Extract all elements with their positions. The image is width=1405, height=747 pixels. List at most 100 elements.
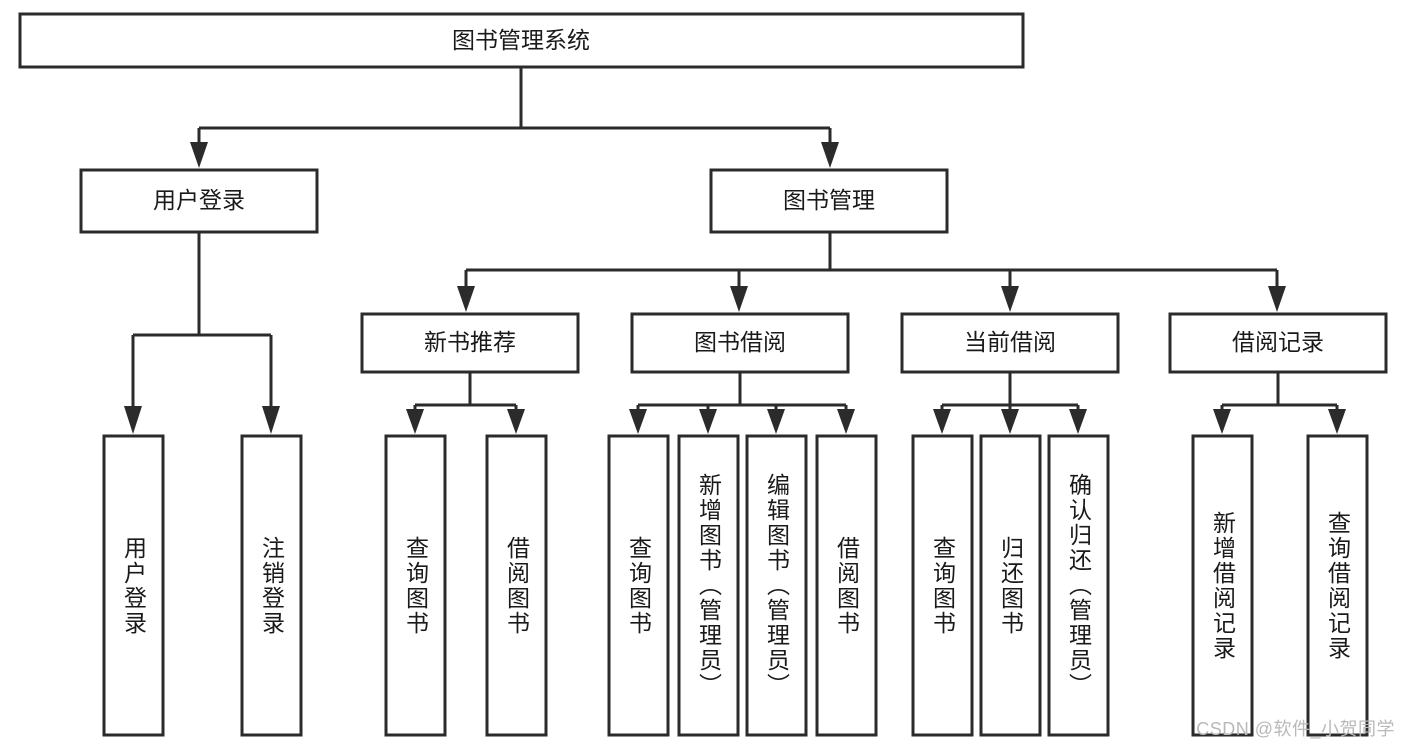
arrow-root-to-book-management: [821, 142, 839, 168]
node-current-borrow[interactable]: 当前借阅: [900, 312, 1120, 374]
node-leaf-query-book-2[interactable]: 查询图书: [607, 434, 670, 737]
node-leaf-add-book-box[interactable]: [677, 434, 740, 737]
node-leaf-query-record[interactable]: 查询借阅记录: [1306, 434, 1369, 737]
node-leaf-borrow-book-2[interactable]: 借阅图书: [815, 434, 878, 737]
node-leaf-add-book[interactable]: 新增图书（管理员）: [677, 434, 740, 737]
node-leaf-add-record[interactable]: 新增借阅记录: [1191, 434, 1254, 737]
leaf-query-record-label-wrap: 查询借阅记录: [1308, 436, 1367, 735]
node-leaf-query-book-2-box[interactable]: [607, 434, 670, 737]
leaf-add-book-label-wrap: 新增图书（管理员）: [679, 436, 738, 735]
connector-group-current-borrow: [933, 372, 1087, 434]
node-leaf-return-book-box[interactable]: [979, 434, 1042, 737]
leaf-confirm-return-label-wrap: 确认归还（管理员）: [1049, 436, 1108, 735]
node-new-book-recommend[interactable]: 新书推荐: [360, 312, 580, 374]
node-leaf-add-book-label: 新增图书（管理员）: [695, 473, 722, 698]
leaf-user-logout-label-wrap: 注销登录: [242, 436, 301, 735]
arrow-to-leaf-return-book: [1001, 409, 1019, 434]
arrow-to-new-book-recommend: [457, 286, 475, 312]
node-root[interactable]: 图书管理系统: [18, 12, 1025, 69]
node-leaf-borrow-book-1-label: 借阅图书: [503, 535, 530, 636]
node-leaf-query-book-1[interactable]: 查询图书: [384, 434, 447, 737]
node-leaf-edit-book[interactable]: 编辑图书（管理员）: [745, 434, 808, 737]
leaf-borrow-book-2-label-wrap: 借阅图书: [817, 436, 876, 735]
node-leaf-borrow-book-1[interactable]: 借阅图书: [485, 434, 548, 737]
arrow-to-leaf-query-record: [1328, 409, 1346, 434]
node-borrow-record-label: 借阅记录: [1232, 329, 1324, 355]
leaf-borrow-book-1-label-wrap: 借阅图书: [487, 436, 546, 735]
node-leaf-user-login[interactable]: 用户登录: [102, 434, 165, 737]
connector-group-borrow-record: [1213, 372, 1346, 434]
node-leaf-edit-book-label: 编辑图书（管理员）: [763, 473, 790, 698]
arrow-to-leaf-borrow-book-2: [837, 409, 855, 434]
node-leaf-user-login-label: 用户登录: [120, 535, 147, 636]
node-book-management-label: 图书管理: [783, 187, 875, 213]
node-leaf-query-book-3[interactable]: 查询图书: [911, 434, 974, 737]
node-leaf-query-book-3-box[interactable]: [911, 434, 974, 737]
leaf-query-book-1-label-wrap: 查询图书: [386, 436, 445, 735]
connector-group-book-management: [457, 232, 1286, 312]
leaf-return-book-label-wrap: 归还图书: [981, 436, 1040, 735]
arrow-to-leaf-add-book: [699, 409, 717, 434]
node-user-login-label: 用户登录: [153, 187, 245, 213]
node-leaf-borrow-book-2-box[interactable]: [815, 434, 878, 737]
arrow-root-to-user-login: [190, 142, 208, 168]
arrow-to-current-borrow: [1001, 286, 1019, 312]
leaf-user-login-label-wrap: 用户登录: [104, 436, 163, 735]
node-leaf-confirm-return-label: 确认归还（管理员）: [1065, 473, 1092, 698]
node-leaf-query-record-label: 查询借阅记录: [1324, 510, 1351, 661]
node-borrow-record-box[interactable]: [1168, 312, 1388, 374]
arrow-to-leaf-edit-book: [767, 409, 785, 434]
node-leaf-edit-book-box[interactable]: [745, 434, 808, 737]
node-book-borrow-label: 图书借阅: [694, 329, 786, 355]
node-current-borrow-label: 当前借阅: [964, 329, 1056, 355]
node-leaf-user-login-box[interactable]: [102, 434, 165, 737]
connector-group-book-borrow: [629, 372, 855, 434]
connector-group-user-login: [124, 232, 280, 434]
node-leaf-query-book-1-box[interactable]: [384, 434, 447, 737]
node-leaf-query-book-2-label: 查询图书: [625, 535, 652, 636]
arrow-to-leaf-user-logout: [262, 406, 280, 434]
arrow-to-leaf-confirm-return: [1069, 409, 1087, 434]
node-leaf-confirm-return-box[interactable]: [1047, 434, 1110, 737]
node-leaf-return-book-label: 归还图书: [997, 535, 1024, 636]
arrow-to-leaf-user-login: [124, 406, 142, 434]
connector-group-new-book-recommend: [406, 372, 525, 434]
arrow-to-leaf-query-book-1: [406, 409, 424, 434]
connector-group-root: [190, 67, 839, 168]
arrow-to-leaf-query-book-2: [629, 409, 647, 434]
node-user-login-box[interactable]: [79, 168, 319, 234]
leaf-edit-book-label-wrap: 编辑图书（管理员）: [747, 436, 806, 735]
node-book-borrow-box[interactable]: [630, 312, 850, 374]
arrow-to-leaf-add-record: [1213, 409, 1231, 434]
leaf-add-record-label-wrap: 新增借阅记录: [1193, 436, 1252, 735]
node-book-management-box[interactable]: [709, 168, 949, 234]
node-borrow-record[interactable]: 借阅记录: [1168, 312, 1388, 374]
node-current-borrow-box[interactable]: [900, 312, 1120, 374]
node-leaf-add-record-box[interactable]: [1191, 434, 1254, 737]
node-leaf-return-book[interactable]: 归还图书: [979, 434, 1042, 737]
node-root-label: 图书管理系统: [452, 27, 590, 53]
node-leaf-user-logout[interactable]: 注销登录: [240, 434, 303, 737]
node-leaf-user-logout-label: 注销登录: [258, 535, 285, 636]
node-leaf-add-record-label: 新增借阅记录: [1209, 510, 1236, 661]
arrow-to-borrow-record: [1268, 286, 1286, 312]
node-leaf-query-record-box[interactable]: [1306, 434, 1369, 737]
node-leaf-query-book-1-label: 查询图书: [402, 535, 429, 636]
arrow-to-leaf-query-book-3: [933, 409, 951, 434]
node-leaf-query-book-3-label: 查询图书: [929, 535, 956, 636]
node-book-management[interactable]: 图书管理: [709, 168, 949, 234]
arrow-to-book-borrow: [730, 286, 748, 312]
node-new-book-recommend-label: 新书推荐: [424, 329, 516, 355]
node-new-book-recommend-box[interactable]: [360, 312, 580, 374]
leaf-query-book-3-label-wrap: 查询图书: [913, 436, 972, 735]
arrow-to-leaf-borrow-book-1: [507, 409, 525, 434]
node-leaf-user-logout-box[interactable]: [240, 434, 303, 737]
node-book-borrow[interactable]: 图书借阅: [630, 312, 850, 374]
node-leaf-confirm-return[interactable]: 确认归还（管理员）: [1047, 434, 1110, 737]
node-leaf-borrow-book-1-box[interactable]: [485, 434, 548, 737]
node-user-login[interactable]: 用户登录: [79, 168, 319, 234]
node-leaf-borrow-book-2-label: 借阅图书: [833, 535, 860, 636]
node-root-box[interactable]: [18, 12, 1025, 69]
